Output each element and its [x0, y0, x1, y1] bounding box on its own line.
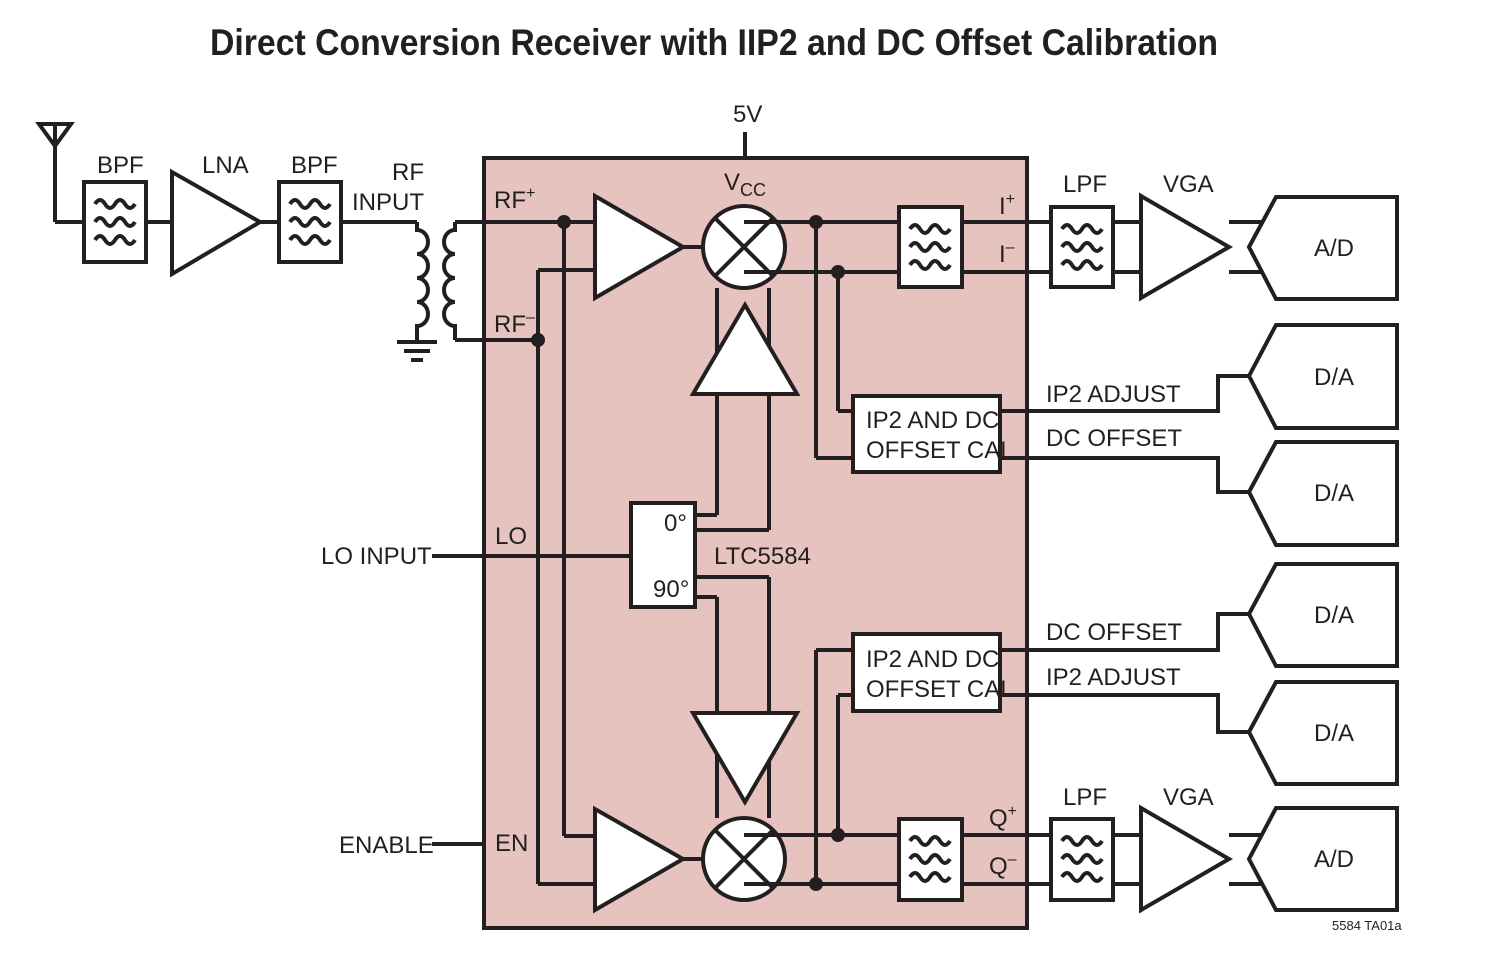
dac-2-label: D/A: [1314, 480, 1354, 507]
q-channel-internal-lpf: [897, 817, 964, 902]
supply-label: 5V: [733, 101, 762, 128]
i-channel-vga: [1139, 192, 1233, 302]
ip2-adjust-q-dac: [1246, 680, 1399, 786]
antenna-icon: [35, 122, 75, 222]
dc-offset-i-dac: [1246, 440, 1399, 547]
i-vga-label: VGA: [1163, 171, 1214, 198]
vcc-pin-label: VCC: [724, 169, 766, 200]
dac-1-label: D/A: [1314, 364, 1354, 391]
dc-offset-q-dac: [1246, 562, 1399, 668]
q-channel-mixer-icon: [701, 816, 787, 902]
i-channel-input-amplifier: [593, 192, 687, 302]
rf-input-label-line1: RF: [392, 159, 424, 186]
chip-part-number: LTC5584: [714, 543, 811, 570]
i-adc-label: A/D: [1314, 235, 1354, 262]
i-channel-mixer-icon: [701, 204, 787, 290]
quadrature-phase-splitter: [629, 501, 697, 609]
i-minus-pin-label: I–: [999, 239, 1015, 268]
rf-minus-pin-label: RF–: [494, 309, 535, 338]
q-channel-vga: [1139, 804, 1233, 914]
i-channel-ip2-dc-cal-block: [851, 394, 1002, 474]
q-adc-label: A/D: [1314, 846, 1354, 873]
ip2-adjust-q-label: IP2 ADJUST: [1046, 664, 1181, 691]
rf-plus-pin-label: RF+: [494, 185, 535, 214]
dc-offset-i-label: DC OFFSET: [1046, 425, 1182, 452]
q-channel-adc: [1246, 806, 1399, 912]
i-lpf-label: LPF: [1063, 171, 1107, 198]
q-lpf-label: LPF: [1063, 784, 1107, 811]
ip2-adjust-i-label: IP2 ADJUST: [1046, 381, 1181, 408]
lo-pin-label: LO: [495, 523, 527, 550]
dac-4-label: D/A: [1314, 720, 1354, 747]
en-pin-label: EN: [495, 830, 528, 857]
figure-id: 5584 TA01a: [1332, 918, 1402, 933]
lo-input-label: LO INPUT: [321, 543, 432, 570]
lna-label: LNA: [202, 152, 249, 179]
i-channel-adc: [1246, 195, 1399, 301]
lo-buffer-0deg: [689, 301, 801, 396]
lna-amplifier: [170, 168, 264, 278]
bpf-2-label: BPF: [291, 152, 338, 179]
phase-0-label: 0°: [664, 510, 687, 537]
i-cal-block-line1: IP2 AND DC: [866, 407, 999, 434]
q-cal-block-line1: IP2 AND DC: [866, 646, 999, 673]
balun-transformer-icon: [397, 222, 457, 362]
q-plus-pin-label: Q+: [989, 803, 1017, 832]
dc-offset-q-label: DC OFFSET: [1046, 619, 1182, 646]
enable-input-label: ENABLE: [339, 832, 434, 859]
diagram-title: Direct Conversion Receiver with IIP2 and…: [210, 22, 1218, 63]
i-plus-pin-label: I+: [999, 191, 1015, 220]
lo-buffer-90deg: [689, 711, 801, 806]
i-cal-block-line2: OFFSET CAL: [866, 437, 1014, 464]
q-cal-block-line2: OFFSET CAL: [866, 676, 1014, 703]
dac-3-label: D/A: [1314, 602, 1354, 629]
ip2-adjust-i-dac: [1246, 323, 1399, 430]
q-channel-ip2-dc-cal-block: [851, 632, 1002, 713]
phase-90-label: 90°: [653, 576, 689, 603]
bpf-1-label: BPF: [97, 152, 144, 179]
q-channel-input-amplifier: [593, 805, 688, 914]
q-minus-pin-label: Q–: [989, 851, 1017, 880]
rf-input-label-line2: INPUT: [352, 189, 424, 216]
q-vga-label: VGA: [1163, 784, 1214, 811]
